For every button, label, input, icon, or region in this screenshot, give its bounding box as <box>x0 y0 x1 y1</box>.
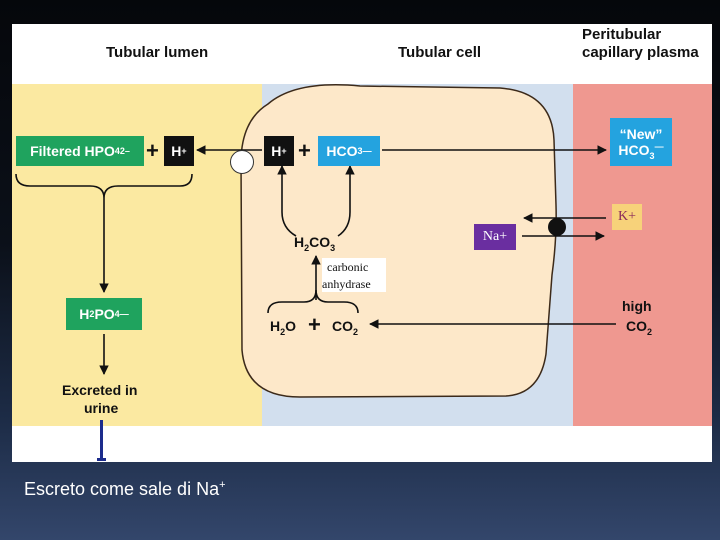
na-plus-text: Na+ <box>482 229 508 244</box>
high-co2-co: CO <box>626 318 647 334</box>
header-peritubular-line1: Peritubular <box>582 26 662 43</box>
new-hco3-sup: — <box>654 141 664 152</box>
h2co3-co: CO <box>309 234 331 250</box>
plus-lumen: + <box>146 138 159 163</box>
footer-text: Escreto come sale di Na <box>24 479 220 499</box>
excretion-marker-line <box>100 420 103 460</box>
lumen-h-plus-box: H+ <box>164 136 194 166</box>
plus-cell: + <box>298 138 311 163</box>
footer-sup: + <box>219 479 226 491</box>
new-hco3-text: HCO <box>618 142 650 158</box>
cell-hco3-text: HCO <box>326 143 358 159</box>
plus-h2o-co2: + <box>308 312 321 337</box>
new-hco3-box: “New” HCO3— <box>610 118 672 166</box>
lumen-h-plus-text: H <box>171 143 182 159</box>
new-hco3-line2: HCO3— <box>618 141 664 161</box>
enzyme-line1: carbonic <box>327 260 369 274</box>
header-tubular-cell: Tubular cell <box>398 44 482 61</box>
header-peritubular-line2: capillary plasma <box>582 44 699 61</box>
new-hco3-line1: “New” <box>619 126 663 142</box>
footer-caption: Escreto come sale di Na+ <box>24 478 226 500</box>
h2po4-h: H <box>79 306 90 322</box>
h2co3-label: H2CO3 <box>294 234 336 253</box>
co2-sub: 2 <box>353 326 359 337</box>
h2co3-sub3: 3 <box>330 242 336 253</box>
h2o-label: H2O <box>270 318 297 337</box>
k-plus-text: K+ <box>617 209 636 224</box>
excreted-line2: urine <box>84 400 119 416</box>
k-plus-box: K+ <box>612 204 642 230</box>
cell-h-plus-box: H+ <box>264 136 294 166</box>
h2co3-sub2: 2 <box>304 242 310 253</box>
co2-label: CO2 <box>332 318 359 337</box>
enzyme-label-bg <box>322 258 386 292</box>
high-label: high <box>622 298 652 314</box>
cell-h-plus-text: H <box>271 143 282 159</box>
filtered-hpo4-text: Filtered HPO <box>30 143 115 159</box>
excretion-marker-tip <box>97 458 106 461</box>
h2o-sub: 2 <box>280 326 286 337</box>
header-tubular-lumen: Tubular lumen <box>106 44 209 61</box>
na-plus-box: Na+ <box>474 224 516 250</box>
high-co2-sub: 2 <box>647 326 653 337</box>
new-hco3-sub: 3 <box>649 150 655 161</box>
h2co3-h: H <box>294 234 305 250</box>
high-co2-label: CO2 <box>626 318 653 337</box>
h2po4-po: PO <box>94 306 115 322</box>
antiporter-circle <box>230 150 254 174</box>
co2-co: CO <box>332 318 353 334</box>
h2o-o: O <box>285 318 297 334</box>
h2o-h: H <box>270 318 281 334</box>
na-k-pump-circle <box>548 218 566 236</box>
enzyme-line2: anhydrase <box>322 277 371 291</box>
excreted-line1: Excreted in <box>62 382 138 398</box>
